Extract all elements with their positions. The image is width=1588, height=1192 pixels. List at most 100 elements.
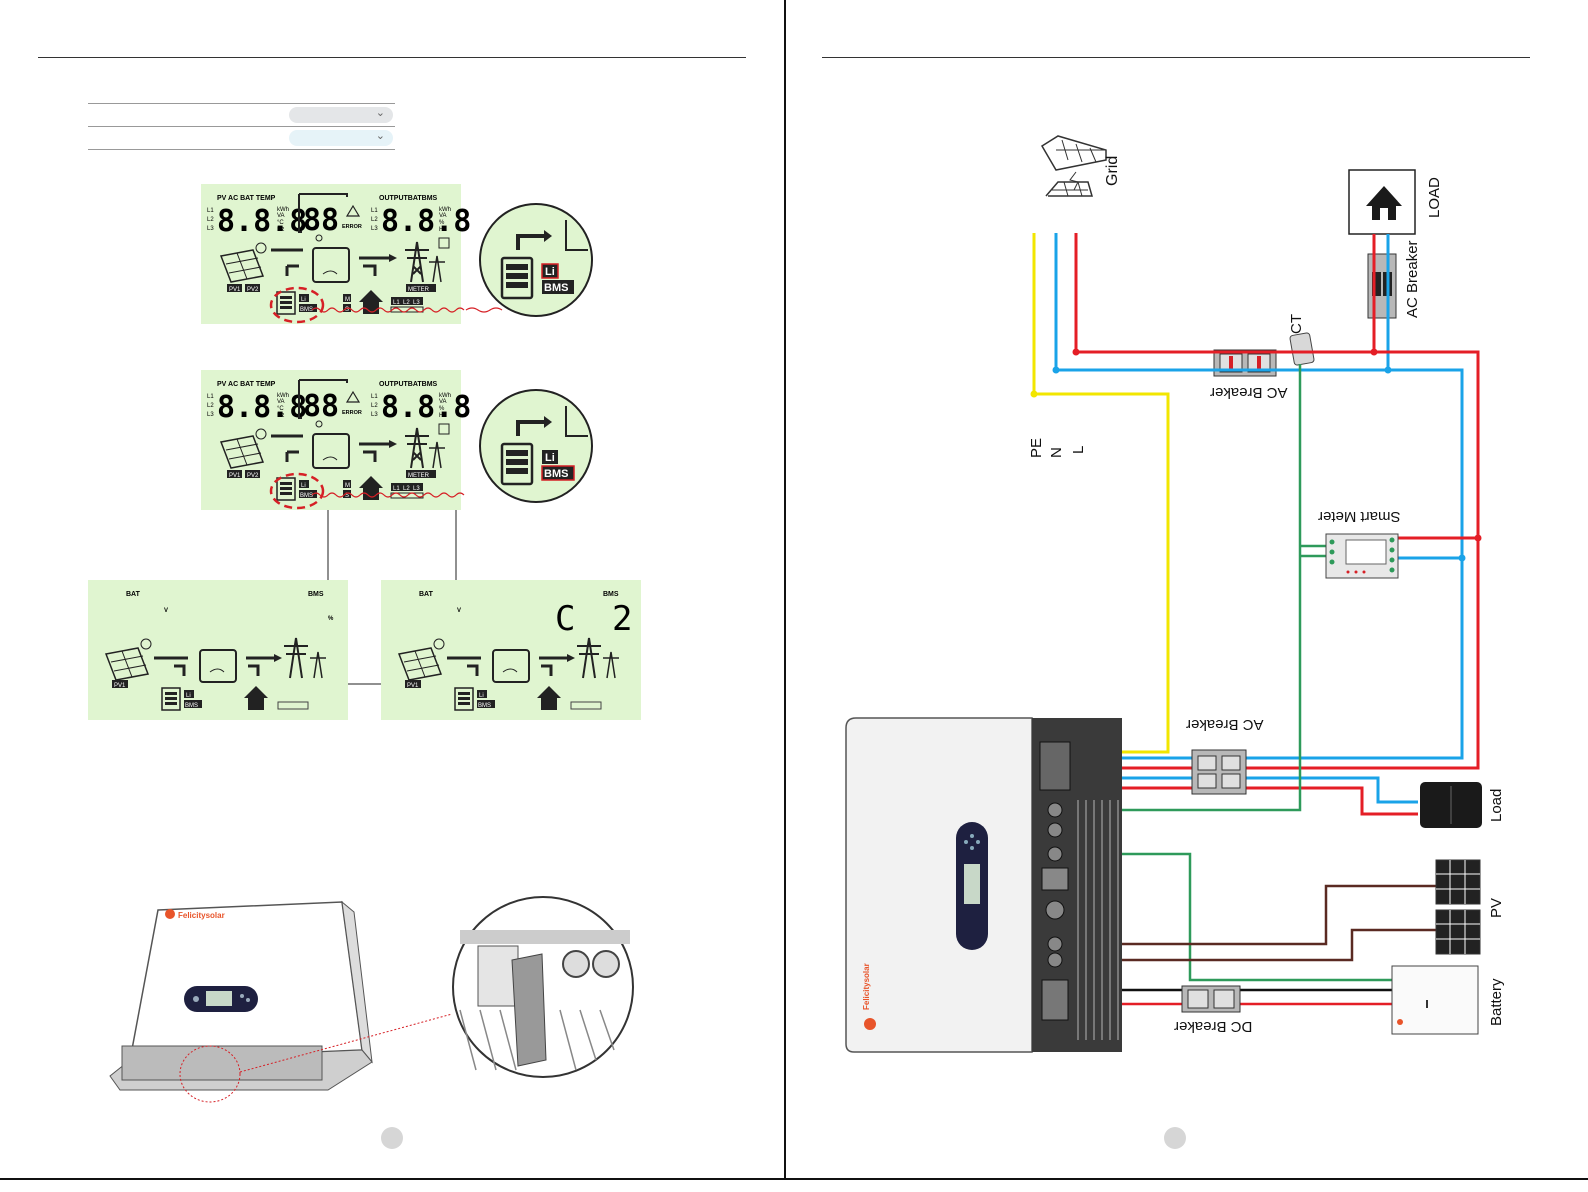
lcd-unit: VA xyxy=(277,399,285,405)
lcd-unit: kWh xyxy=(439,393,451,399)
left-page: ⌄ ⌄ PV AC BAT TEMP OUTPUTBATBMS L1 L2 L3… xyxy=(0,0,786,1180)
lcd-digits-mid: 88 xyxy=(303,389,339,424)
lcd-header-right: OUTPUTBATBMS xyxy=(379,195,438,202)
inverter-icon xyxy=(312,247,350,283)
highlight-circle xyxy=(269,472,325,510)
lcd-percent-unit: % xyxy=(328,616,334,622)
l3-badge: L3 xyxy=(413,300,420,306)
lcd-unit: VA xyxy=(439,399,447,405)
right-page: Grid LOAD AC Breaker CT AC Breaker PE N … xyxy=(786,0,1588,1180)
lcd-unit: °C xyxy=(277,406,284,412)
lcd-unit: VA xyxy=(439,213,447,219)
lcd-digits-left: 8.8.8 xyxy=(217,390,307,425)
m-badge: M xyxy=(345,297,350,303)
lcd-unit: VA xyxy=(277,213,285,219)
load-top-label: LOAD xyxy=(1426,177,1443,218)
l1-badge: L1 xyxy=(393,300,400,306)
lcd-volt-unit: V xyxy=(457,608,461,614)
lcd-unit: kWh xyxy=(277,393,289,399)
li-badge: Li xyxy=(301,483,306,489)
lcd-display-bms-code: BAT V BMS C 2 PV1 xyxy=(381,580,641,720)
settings-dropdown-2[interactable]: ⌄ xyxy=(289,130,393,146)
l2-badge: L2 xyxy=(403,300,410,306)
l2-badge: L2 xyxy=(403,486,410,492)
pv1-badge: PV1 xyxy=(229,473,241,479)
ac-breaker-low-label: AC Breaker xyxy=(1186,716,1264,733)
bms-badge: BMS xyxy=(544,282,568,294)
li-badge: Li xyxy=(545,452,555,464)
solar-panel-icon xyxy=(219,242,267,283)
dc-breaker-label: DC Breaker xyxy=(1174,1018,1253,1035)
n-label: N xyxy=(1048,447,1065,458)
battery-icon xyxy=(500,442,534,486)
solar-panel-icon xyxy=(104,638,152,681)
power-tower-icon xyxy=(284,637,326,679)
inverter-icon xyxy=(312,433,350,469)
brand-name: Felicitysolar xyxy=(178,911,225,920)
lcd-error-label: ERROR xyxy=(342,410,362,416)
s-badge: S xyxy=(345,493,349,499)
battery-icon xyxy=(276,291,296,315)
lcd-unit: % xyxy=(439,220,445,226)
highlight-circle xyxy=(269,286,325,324)
bms-badge: BMS xyxy=(300,493,313,499)
pv2-badge: PV2 xyxy=(247,287,259,293)
lcd-error-code: C 2 xyxy=(555,599,640,639)
lcd-phase-label: L1 xyxy=(207,208,214,214)
ct-sensor[interactable] xyxy=(1289,332,1315,366)
smart-meter-device[interactable] xyxy=(1325,533,1399,579)
lcd-phase-label: L1 xyxy=(371,394,378,400)
red-link-wave-2 xyxy=(312,492,465,498)
clock-icon xyxy=(315,234,323,242)
pv-label: PV xyxy=(1488,897,1505,918)
lcd-header-right: OUTPUTBATBMS xyxy=(379,381,438,388)
lcd-unit: °C xyxy=(277,220,284,226)
li-badge: Li xyxy=(479,693,484,699)
chevron-down-icon: ⌄ xyxy=(375,130,385,142)
lcd-phase-label: L1 xyxy=(207,394,214,400)
ac-breaker-top-label: AC Breaker xyxy=(1404,240,1421,318)
lcd-digits-right: 8.8.8 xyxy=(381,390,471,425)
settings-row-1: ⌄ xyxy=(88,103,395,126)
lcd-phase-label: L2 xyxy=(207,403,214,409)
lcd-phase-label: L2 xyxy=(371,403,378,409)
l1-badge: L1 xyxy=(393,486,400,492)
inverter-front-panel xyxy=(129,901,363,1061)
grid-label: Grid xyxy=(1104,155,1121,186)
lcd-unit: kWh xyxy=(277,207,289,213)
lcd-unit: % xyxy=(439,406,445,412)
ac-breaker-mid-label: AC Breaker xyxy=(1210,384,1288,401)
battery-unit-icon xyxy=(1391,965,1479,1035)
power-tower-icon xyxy=(577,637,619,679)
wiring-diagram xyxy=(845,135,1482,1053)
lcd-header-left: PV AC BAT TEMP xyxy=(217,195,276,202)
lcd-phase-label: L3 xyxy=(207,226,214,232)
power-tower-icon xyxy=(405,241,445,283)
lcd-unit: kWh xyxy=(439,207,451,213)
settings-dropdown-1[interactable]: ⌄ xyxy=(289,107,393,123)
lcd-phase-label: L2 xyxy=(207,217,214,223)
bms-badge: BMS xyxy=(185,703,198,709)
lcd-display-bms-percent: BAT V BMS % PV1 xyxy=(88,580,348,720)
lcd-header-left: PV AC BAT TEMP xyxy=(217,381,276,388)
inverter-port-illustration: Felicitysolar xyxy=(109,896,634,1103)
smart-meter-label: Smart Meter xyxy=(1318,508,1401,525)
bms-badge: BMS xyxy=(544,468,568,480)
li-badge: Li xyxy=(545,266,555,278)
lcd-unit: Hz xyxy=(439,413,446,419)
pv1-badge: PV1 xyxy=(407,683,419,689)
pe-label: PE xyxy=(1028,437,1045,458)
meter-badge: METER xyxy=(408,473,430,479)
lcd-bms-label: BMS xyxy=(603,591,619,598)
lcd-bms-label: BMS xyxy=(308,591,324,598)
chevron-down-icon: ⌄ xyxy=(375,107,385,119)
battery-icon xyxy=(500,256,534,300)
solar-panel-icon xyxy=(219,428,267,469)
l3-badge: L3 xyxy=(413,486,420,492)
hybrid-inverter-unit xyxy=(845,717,1122,1053)
settings-icon xyxy=(438,423,450,435)
header-rule xyxy=(822,57,1530,58)
inverter-brand-label: Felicitysolar xyxy=(862,963,871,1010)
header-rule xyxy=(38,57,746,58)
lcd-unit: Hz xyxy=(439,227,446,233)
